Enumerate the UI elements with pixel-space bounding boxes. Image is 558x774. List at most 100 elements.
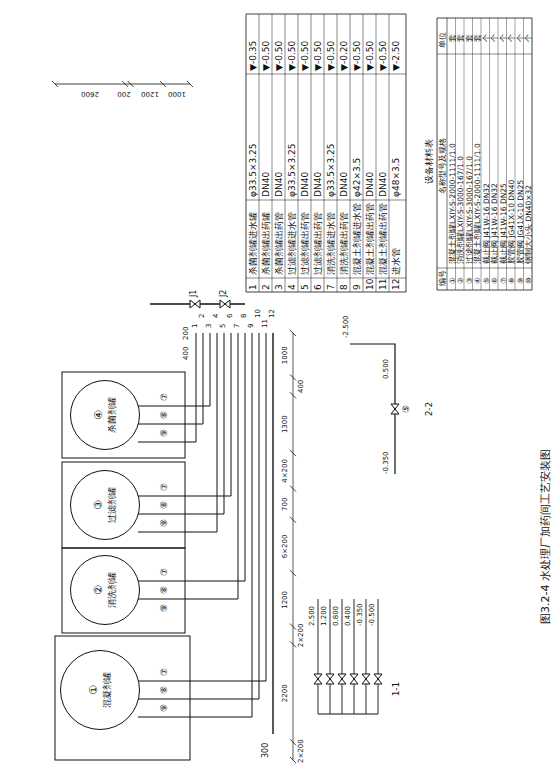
drawing-label: 4×200 <box>282 459 289 483</box>
drawing-label: ▼-0.50 <box>301 41 310 71</box>
callout-number: ② <box>93 585 104 595</box>
drawing-label: 编号 <box>439 270 447 286</box>
drawing-label: 300 <box>262 743 270 758</box>
drawing-label: J1 <box>190 290 198 297</box>
table-rule <box>246 200 406 201</box>
drawing-label: 3 <box>275 284 284 290</box>
drawing-label: 2-2 <box>425 402 434 417</box>
drawing-label: 10 <box>366 279 375 290</box>
valve-symbol <box>190 300 200 308</box>
drawing-label: 过滤剂罐进水管 <box>288 212 297 275</box>
drawing-label: 混凝土剂罐进水管 <box>353 203 362 275</box>
pipe <box>138 333 210 406</box>
drawing-label: 1000 <box>282 346 289 364</box>
valve-symbol <box>362 674 370 684</box>
drawing-label: 个 <box>525 34 533 42</box>
drawing-label: ⑦ <box>160 393 169 401</box>
pipe <box>138 333 245 581</box>
tank-circle: ①混凝剂罐 <box>60 650 140 730</box>
drawing-label: ② <box>457 277 465 284</box>
pipe <box>138 333 203 424</box>
dimension-tick <box>290 641 296 647</box>
drawing-label: ⑧ <box>160 686 169 694</box>
dimension-tick <box>290 374 296 380</box>
dimension-tick <box>122 81 128 87</box>
table-border <box>246 14 406 292</box>
drawing-label: 9 <box>353 284 362 290</box>
drawing-label: ⑥ <box>491 277 499 284</box>
pipe <box>138 333 252 717</box>
callout-number: ③ <box>93 500 104 510</box>
drawing-label: ▼-0.50 <box>275 41 284 71</box>
drawing-label: -0.500 <box>369 603 376 626</box>
dimension-tick <box>290 450 296 456</box>
drawing-label: ▼-2.50 <box>392 41 401 71</box>
branch-pipe <box>342 599 343 714</box>
drawing-label: 10 <box>255 309 262 318</box>
housing <box>62 548 185 633</box>
drawing-label: ⑨ <box>160 704 169 712</box>
drawing-label: 消洗剂罐LXIY-S-3000-167/1.0 <box>457 156 465 264</box>
drawing-label: DN40 <box>301 172 310 197</box>
drawing-label: 过滤剂罐出药管 <box>314 212 323 275</box>
drawing-label: 2 <box>262 284 271 290</box>
drawing-label: ▼-0.35 <box>249 41 258 71</box>
drawing-label: ⑧ <box>160 586 169 594</box>
drawing-label: 钢制大小头 DN40×32 <box>525 185 533 264</box>
drawing-label: 400 <box>298 380 305 393</box>
drawing-label: ⑨ <box>160 604 169 612</box>
table-rule <box>298 14 299 292</box>
drawing-label: DN40 <box>275 172 284 197</box>
drawing-label: 6 <box>227 314 234 318</box>
valve-symbol <box>314 674 322 684</box>
drawing-label: ⑤ <box>402 405 411 413</box>
valve-symbol <box>374 674 382 684</box>
drawing-label: 杀菌剂罐进水罐 <box>249 212 258 275</box>
drawing-label: ▼-0.50 <box>262 41 271 71</box>
drawing-label: 套 <box>449 34 457 42</box>
drawing-label: 2200 <box>282 684 289 702</box>
dimension-tick <box>290 486 296 492</box>
riser-pipe <box>318 713 378 714</box>
tank-name: 杀菌剂罐 <box>108 397 117 433</box>
table-rule <box>324 14 325 292</box>
pipe <box>138 333 196 442</box>
drawing-label: 4 <box>213 314 220 318</box>
drawing-label: 套 <box>466 34 474 42</box>
table-rule <box>376 14 377 292</box>
drawing-label: ▼-0.20 <box>340 41 349 71</box>
drawing-label: 个 <box>500 34 508 42</box>
callout-number: ① <box>88 685 99 695</box>
dimension-tick <box>290 517 296 523</box>
drawing-label: 3 <box>206 324 213 328</box>
drawing-label: ① <box>449 277 457 284</box>
drawing-label: DN40 <box>262 172 271 197</box>
drawing-label: 2600 <box>81 90 99 97</box>
drawing-label: 1200 <box>282 591 289 609</box>
drawing-label: J2 <box>220 290 228 297</box>
drawing-label: 1-1 <box>392 682 401 697</box>
drawing-label: 过滤剂罐出药管 <box>301 212 310 275</box>
drawing-label: 8 <box>241 314 248 318</box>
drawing-label: 7 <box>327 284 336 290</box>
housing <box>62 372 185 458</box>
dimension-tick <box>290 757 296 763</box>
table-rule <box>337 14 338 292</box>
table-rule <box>311 14 312 292</box>
drawing-label: φ33.5×3.25 <box>327 143 336 197</box>
drawing-label: 消洗剂罐进水管 <box>327 212 336 275</box>
drawing-label: 2 <box>199 314 206 318</box>
housing <box>55 636 190 760</box>
drawing-label: 胶管阀 JG41X-10 DN40 <box>508 180 516 264</box>
dimension-tick <box>160 81 166 87</box>
drawing-label: 6×200 <box>282 535 289 559</box>
drawing-label: 混凝土剂罐LXIY-S-2000-1111/1.0 <box>474 143 482 264</box>
drawing-label: 1 <box>192 324 199 328</box>
drawing-label: φ48×3.5 <box>392 158 401 197</box>
drawing-label: ⑨ <box>160 519 169 527</box>
drawing-label: ⑨ <box>517 277 525 284</box>
drawing-label: 1 <box>249 284 258 290</box>
drawing-label: 7 <box>234 324 241 328</box>
branch-pipe <box>366 599 367 714</box>
drawing-label: 截止阀 J41W-16 DN32 <box>483 183 491 264</box>
